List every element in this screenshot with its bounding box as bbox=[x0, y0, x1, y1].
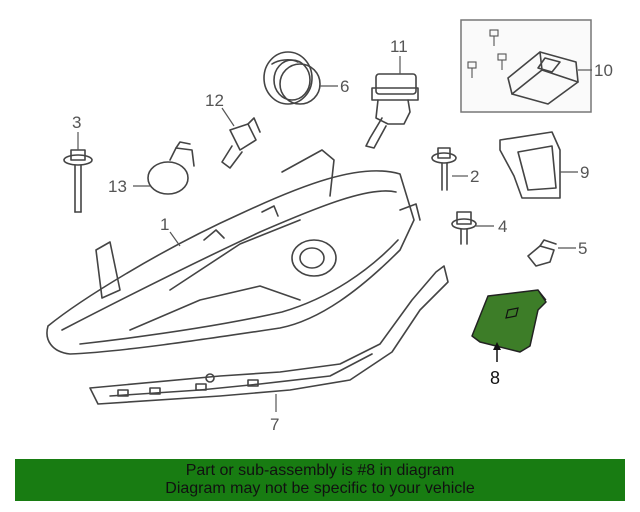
part-7-trim bbox=[89, 265, 449, 405]
part-8-highlighted bbox=[471, 289, 547, 353]
callout-3: 3 bbox=[72, 113, 81, 132]
part-11-bulb bbox=[365, 73, 419, 149]
part-3-bolt bbox=[63, 149, 93, 213]
part-1-headlamp bbox=[46, 149, 421, 355]
callout-8: 8 bbox=[490, 368, 500, 388]
part-10-inset-box bbox=[460, 19, 592, 113]
info-banner: Part or sub-assembly is #8 in diagram Di… bbox=[15, 459, 625, 501]
part-5-clip bbox=[527, 239, 557, 267]
callout-5: 5 bbox=[578, 239, 587, 258]
callout-2: 2 bbox=[470, 167, 479, 186]
callout-9: 9 bbox=[580, 163, 589, 182]
callout-12: 12 bbox=[205, 91, 224, 110]
banner-line-1: Part or sub-assembly is #8 in diagram bbox=[185, 462, 455, 479]
callout-7: 7 bbox=[270, 415, 279, 434]
part-13-bulb bbox=[147, 141, 195, 195]
part-6-grommet bbox=[263, 51, 321, 105]
callout-11: 11 bbox=[390, 37, 408, 56]
banner-line-2: Diagram may not be specific to your vehi… bbox=[165, 480, 475, 497]
callout-1: 1 bbox=[160, 215, 169, 234]
part-2-bolt bbox=[431, 147, 457, 191]
callout-6: 6 bbox=[340, 77, 349, 96]
callout-4: 4 bbox=[498, 217, 507, 236]
part-9-bracket bbox=[499, 131, 561, 199]
callout-13: 13 bbox=[108, 177, 127, 196]
parts-diagram: 10 11 6 12 13 3 bbox=[46, 19, 613, 434]
callout-10: 10 bbox=[594, 61, 613, 80]
part-4-bolt bbox=[451, 211, 477, 245]
part-12-bulb bbox=[221, 117, 261, 169]
